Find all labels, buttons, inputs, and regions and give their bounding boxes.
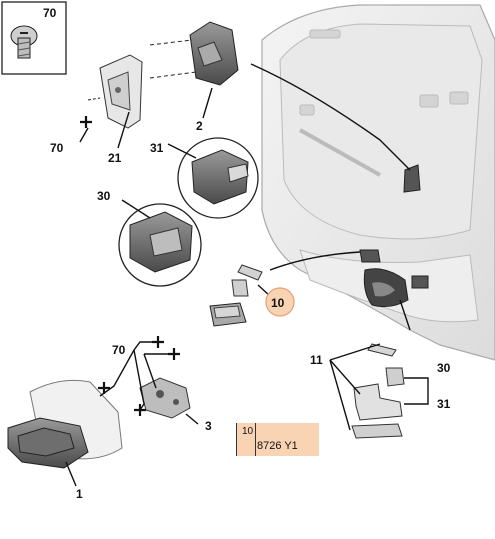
tailgate [261, 4, 495, 361]
callout-30-right: 30 [437, 361, 451, 375]
callout-21: 21 [108, 151, 122, 165]
detail-bubble-30 [118, 203, 202, 287]
callout-70-left: 70 [50, 141, 64, 155]
callout-1: 1 [76, 487, 83, 501]
reference-quantity: 10 [242, 426, 254, 437]
latch-parts-10 [209, 264, 263, 327]
reference-code: 8726 Y1 [257, 440, 298, 452]
handle-assembly-1 [7, 379, 123, 469]
screw-icon [10, 25, 38, 59]
highlight-circle-10 [265, 287, 295, 317]
callout-2: 2 [196, 119, 203, 133]
callout-11: 11 [310, 353, 323, 367]
callout-70-inset: 70 [43, 6, 57, 20]
hinge-part-2 [149, 21, 239, 86]
callout-30-top: 30 [97, 189, 111, 203]
fastener-markers [80, 116, 180, 416]
part-reference-box: 10 8726 Y1 [236, 423, 319, 456]
callout-70-lower: 70 [112, 343, 126, 357]
callout-31-top: 31 [150, 141, 164, 155]
detail-bubble-31 [177, 137, 259, 219]
screw-inset-box [1, 1, 67, 75]
hinge-bracket-21 [87, 54, 143, 129]
callout-3: 3 [205, 419, 212, 433]
callout-10: 10 [271, 296, 285, 310]
parts-group-11 [351, 343, 405, 439]
leader-lines [65, 63, 429, 487]
reference-divider [255, 423, 256, 456]
lock-part-3 [139, 377, 191, 419]
callout-31-right: 31 [437, 397, 451, 411]
